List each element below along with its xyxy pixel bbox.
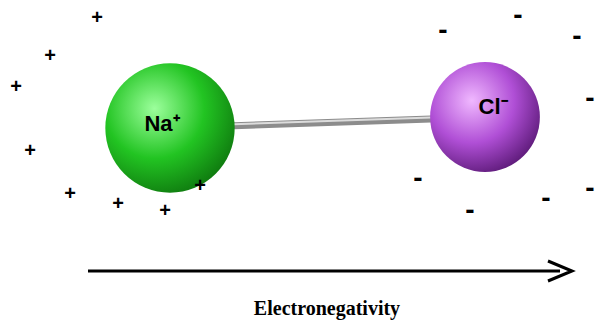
- ion-symbol: Cl⁻: [479, 90, 508, 120]
- charge-sign: +: [44, 45, 56, 65]
- charge-sign: +: [91, 7, 103, 27]
- charge-sign: +: [194, 175, 206, 195]
- charge-sign: -: [413, 164, 422, 192]
- charge-sign: +: [159, 200, 171, 220]
- charge-sign: +: [64, 183, 76, 203]
- ion-symbol: Na⁺: [144, 107, 179, 137]
- charge-sign: -: [513, 1, 522, 29]
- charge-sign: +: [10, 76, 22, 96]
- charge-sign: -: [438, 16, 447, 44]
- charge-sign: -: [541, 184, 550, 212]
- charge-sign: -: [585, 174, 594, 202]
- sodium-ion-sphere: Na⁺: [104, 62, 236, 194]
- arrow-head: [548, 261, 572, 281]
- charge-sign: -: [465, 196, 474, 224]
- chloride-ion-sphere: Cl⁻: [429, 61, 541, 173]
- charge-sign: +: [112, 193, 124, 213]
- bond-highlight: [234, 117, 431, 124]
- charge-sign: -: [585, 84, 594, 112]
- axis-caption: Electronegativity: [254, 297, 400, 320]
- charge-sign: -: [572, 22, 581, 50]
- arrow-shaft: [88, 270, 560, 273]
- charge-sign: +: [24, 140, 36, 160]
